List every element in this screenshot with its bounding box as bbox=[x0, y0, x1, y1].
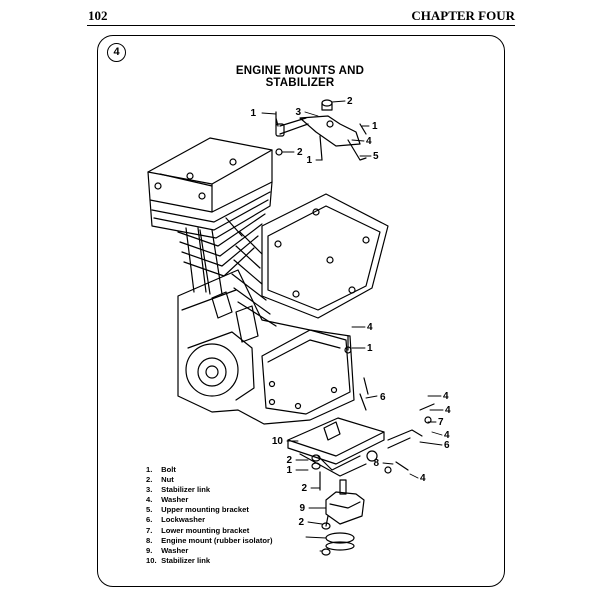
legend-item: 5. Upper mounting bracket bbox=[146, 505, 249, 515]
callout-7: 10 bbox=[272, 436, 284, 447]
upper-stabilizer-assembly bbox=[275, 99, 367, 161]
callout-1: 4 bbox=[443, 391, 449, 402]
callout-1: 4 bbox=[420, 473, 426, 484]
legend-item: 4. Washer bbox=[146, 495, 189, 505]
callout-2: 2 bbox=[298, 517, 304, 528]
callout-4: 2 bbox=[301, 483, 307, 494]
callout-5: 5 bbox=[373, 151, 379, 162]
callout-4: 4 bbox=[366, 136, 372, 147]
legend-item: 6. Lockwasher bbox=[146, 515, 206, 525]
legend-item: 8. Engine mount (rubber isolator) bbox=[146, 535, 273, 545]
callout-2: 2 bbox=[347, 96, 353, 107]
callout-2: 2 bbox=[297, 147, 303, 158]
engine-illustration bbox=[147, 137, 389, 425]
legend-item: 9. Washer bbox=[146, 545, 189, 555]
lower-mount-assembly bbox=[287, 335, 435, 556]
callout-1: 1 bbox=[306, 155, 312, 166]
figure-number: 4 bbox=[107, 43, 126, 62]
callout-4: 6 bbox=[444, 440, 450, 451]
figure-frame bbox=[97, 35, 505, 587]
leader-lines bbox=[261, 100, 444, 552]
callout-4: 1 bbox=[367, 343, 373, 354]
callout-1: 1 bbox=[372, 121, 378, 132]
page-number: 102 bbox=[88, 8, 108, 23]
callout-6: 2 bbox=[286, 455, 292, 466]
callout-1: 4 bbox=[367, 322, 373, 333]
figure-title: ENGINE MOUNTS AND STABILIZER bbox=[235, 65, 365, 89]
callout-4: 7 bbox=[438, 417, 444, 428]
callout-2: 1 bbox=[286, 465, 292, 476]
callout-6: 4 bbox=[445, 405, 451, 416]
callout-4: 6 bbox=[380, 392, 386, 403]
callout-10: 4 bbox=[444, 430, 450, 441]
parts-legend: 1. Bolt 2. Nut 3. Stabilizer link 4. Was… bbox=[146, 465, 273, 566]
callout-1: 1 bbox=[250, 108, 256, 119]
callout-3: 3 bbox=[295, 107, 301, 118]
callout-8: 9 bbox=[299, 503, 305, 514]
callout-numbers: 1 2 3 2 4 5 1 1 4 1 4 6 4 7 10 4 6 2 1 4… bbox=[250, 96, 451, 528]
legend-item: 3. Stabilizer link bbox=[146, 485, 211, 495]
callout-4: 8 bbox=[373, 458, 379, 469]
legend-item: 2. Nut bbox=[146, 475, 174, 485]
legend-item: 7. Lower mounting bracket bbox=[146, 525, 250, 535]
page-header: 102 CHAPTER FOUR bbox=[87, 7, 515, 26]
legend-item: 1. Bolt bbox=[146, 465, 176, 474]
chapter-title: CHAPTER FOUR bbox=[411, 8, 515, 23]
legend-item: 10. Stabilizer link bbox=[146, 555, 211, 565]
